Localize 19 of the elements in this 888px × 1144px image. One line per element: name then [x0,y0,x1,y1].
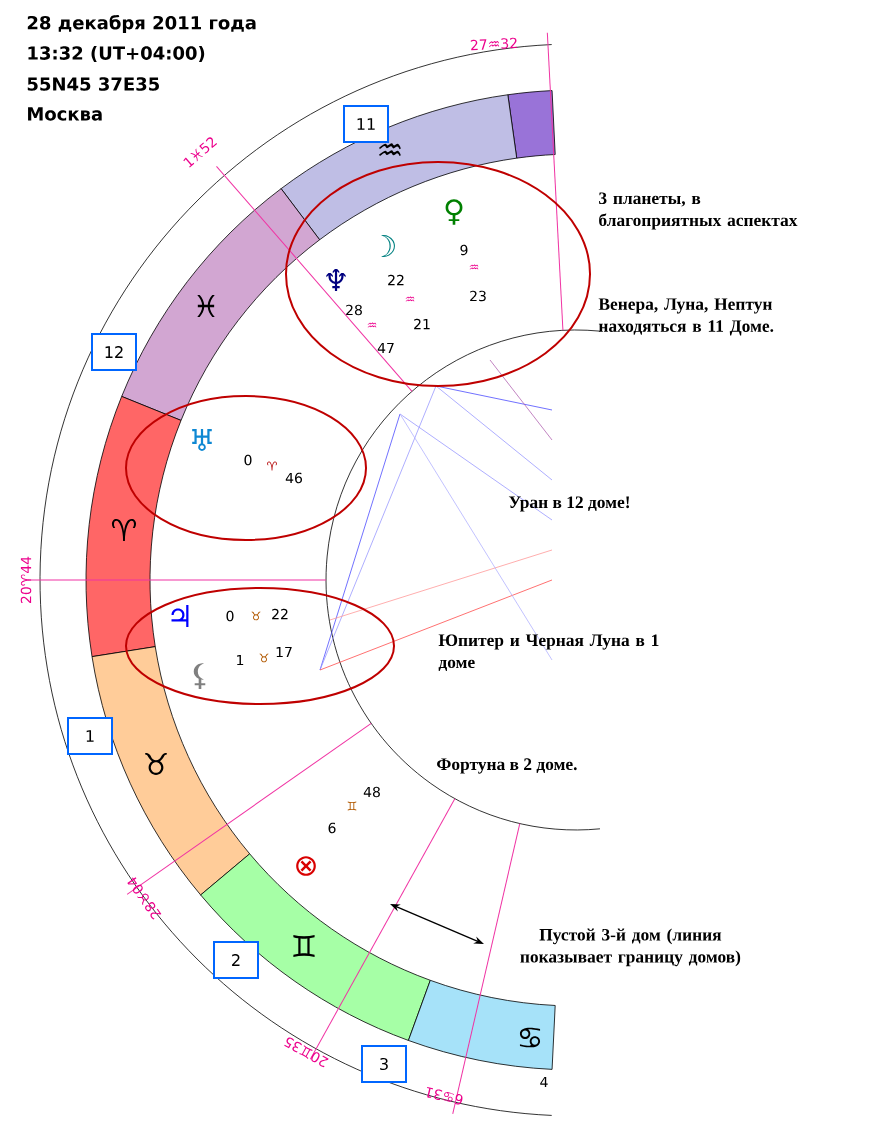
zodiac-sign: ♉ [145,753,167,775]
header-text: Москва [28,107,102,121]
header-text: 55N45 37E35 [27,77,159,91]
house-number-box: 1 [67,717,113,755]
house-number-box: 11 [343,105,389,143]
zodiac-sign: ♋ [519,1027,541,1048]
header-text: 13:32 (UT+04:00) [28,45,205,62]
annotation-text: Фортуна в 2 доме. [437,758,577,774]
zodiac-sign: ♓ [197,295,215,317]
header-text: 28 декабря 2011 года [27,14,256,33]
annotation-text: Юпитер и Черная Луна в 1 доме [438,634,659,671]
house-number-box: 2 [213,941,259,979]
zodiac-sign: ♒ [379,143,401,157]
annotation-text: Уран в 12 доме! [508,496,630,512]
annotation-text: Пустой 3-й дом (линия показывает границу домов) [520,928,741,967]
house-number-box: 3 [361,1045,407,1083]
zodiac-sign: ♊ [293,935,315,957]
house-number-box: 12 [91,333,137,371]
fortune-symbol: ⊗ [296,856,316,876]
